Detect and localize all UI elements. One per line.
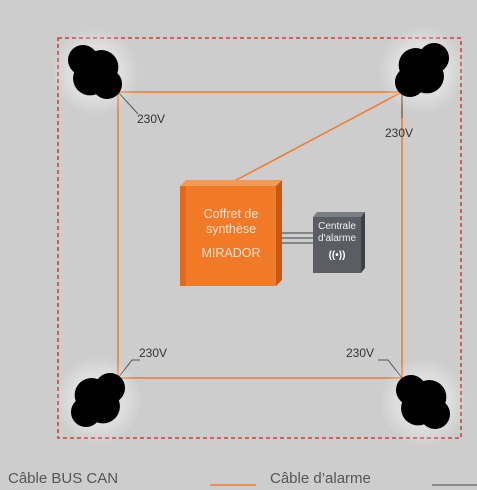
alarm-central-line2: d'alarme (317, 233, 357, 244)
synthesis-box-line2: synthèse (205, 222, 257, 236)
alarm-cable (276, 232, 313, 244)
voltage-label-bottom-left: 230V (139, 346, 168, 360)
alarm-central-label: Centrale d'alarme ((•)) (313, 221, 361, 262)
camera-top-left (51, 28, 139, 116)
synthesis-box-label: Coffret de synthèse MIRADOR (186, 207, 276, 261)
camera-bottom-right (379, 358, 467, 446)
synthesis-box-line3: MIRADOR (201, 246, 261, 260)
alarm-signal-icon: ((•)) (328, 250, 346, 261)
voltage-label-top-right: 230V (385, 126, 414, 140)
bus-can-feed-line (224, 91, 403, 187)
voltage-label-bottom-right: 230V (346, 346, 375, 360)
alarm-central-box (313, 212, 365, 273)
synthesis-box-line1: Coffret de (203, 207, 259, 221)
alarm-central-line1: Centrale (318, 221, 356, 232)
camera-bottom-left (54, 356, 142, 444)
legend-bus-can-label: Câble BUS CAN (8, 470, 119, 487)
camera-top-right (378, 26, 466, 114)
perimeter-dashed-line (57, 37, 462, 439)
legend-alarm-cable-label: Câble d’alarme (270, 470, 371, 487)
synthesis-box (180, 180, 282, 286)
voltage-label-top-left: 230V (137, 112, 166, 126)
